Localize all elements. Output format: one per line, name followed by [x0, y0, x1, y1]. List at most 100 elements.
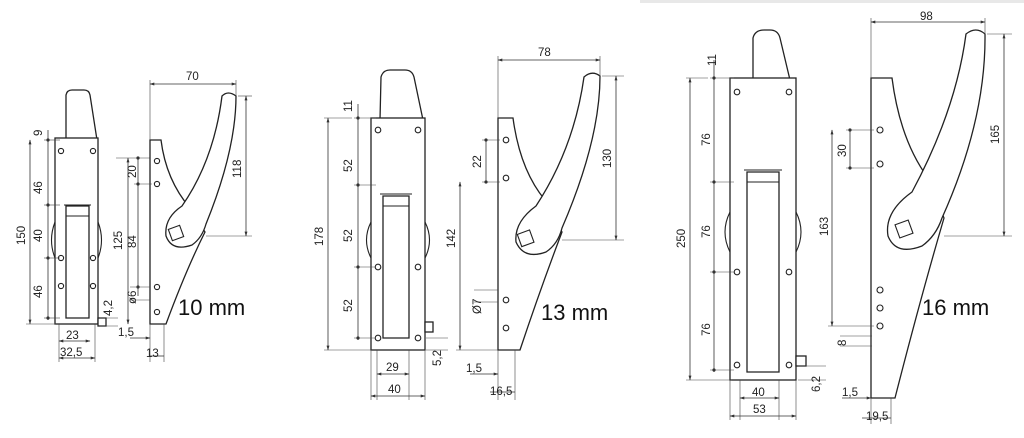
- variant-title: 10 mm: [178, 295, 245, 320]
- mount-hole: [414, 126, 422, 134]
- pin-stub: [795, 355, 807, 367]
- front-handle-13mm: [379, 69, 424, 121]
- dim-hole-span: 142: [446, 229, 458, 248]
- mount-hole: [414, 263, 422, 271]
- side-view-16mm: 98 165 30 163 8 1,5 19,5: [819, 11, 1012, 424]
- front-handle-16mm: [752, 29, 791, 81]
- mount-hole: [153, 180, 161, 188]
- mount-hole: [876, 322, 884, 330]
- dim-hole-diameter: ø6: [127, 291, 139, 304]
- dim-width-inner: 40: [752, 387, 765, 399]
- dim-lever-height: 165: [990, 125, 1002, 144]
- mount-hole: [785, 88, 793, 96]
- mount-hole: [89, 254, 97, 262]
- dim-segment-2: 76: [701, 225, 713, 238]
- dim-base: 16,5: [490, 386, 512, 398]
- mount-hole: [153, 157, 161, 165]
- dim-hole-span: 84: [127, 235, 139, 248]
- mount-hole: [374, 263, 382, 271]
- mount-hole: [785, 268, 793, 276]
- dim-segment-1: 46: [33, 181, 45, 194]
- variant-title: 16 mm: [922, 295, 989, 320]
- front-view-10mm: 9 46 40 46 150 125 23 32,5 4,2: [16, 89, 150, 362]
- front-latch-16mm: [746, 171, 780, 373]
- mount-hole: [414, 334, 422, 342]
- front-latch-10mm: [65, 205, 90, 319]
- square-drive: [894, 219, 914, 239]
- dim-width-outer: 32,5: [60, 347, 82, 359]
- mount-hole: [733, 361, 741, 369]
- dim-hole-spacing: 20: [127, 165, 139, 178]
- mount-hole: [876, 160, 884, 168]
- dim-segment-2: 52: [343, 229, 355, 242]
- square-drive: [167, 224, 185, 242]
- dim-segment-2: 40: [33, 229, 45, 242]
- dim-segment-3: 46: [33, 285, 45, 298]
- dim-top: 11: [707, 54, 719, 66]
- mount-hole: [89, 147, 97, 155]
- dim-lever-height: 118: [232, 160, 244, 178]
- side-lever-13mm: [515, 72, 601, 256]
- dim-total-height: 178: [314, 227, 326, 246]
- dim-width-inner: 29: [386, 362, 399, 374]
- mount-hole: [89, 282, 97, 290]
- mount-hole: [502, 174, 510, 182]
- dim-pin: 6,2: [811, 376, 823, 392]
- mount-hole: [374, 126, 382, 134]
- dim-width-inner: 23: [66, 330, 79, 342]
- mount-hole: [502, 324, 510, 332]
- dim-hole-diameter: 8: [837, 340, 849, 346]
- pin-stub: [424, 321, 434, 333]
- dim-top: 11: [343, 100, 355, 112]
- dim-hole-diameter: Ø7: [472, 299, 484, 314]
- dim-total-height: 250: [676, 229, 688, 248]
- top-divider: [640, 0, 1024, 3]
- dim-segment-3: 52: [343, 299, 355, 312]
- front-view-13mm: 11 52 52 52 178 29 40 5,2: [314, 69, 448, 400]
- dim-base: 13: [146, 348, 159, 360]
- mount-hole: [876, 126, 884, 134]
- front-view-16mm: 11 76 76 76 250 40 53 6,2: [676, 29, 826, 420]
- dim-width-outer: 40: [388, 384, 401, 396]
- dim-hole-spacing: 22: [472, 155, 484, 168]
- pin-stub: [97, 317, 107, 327]
- side-view-13mm: 78 130 22 142 Ø7 1,5 16,5: [446, 47, 624, 400]
- dim-offset: 1,5: [118, 327, 134, 339]
- variant-10mm: 9 46 40 46 150 125 23 32,5 4,2 70: [16, 71, 252, 362]
- dim-pin: 5,2: [432, 350, 444, 366]
- dim-base: 19,5: [866, 411, 888, 423]
- dim-lever-width: 70: [186, 71, 199, 83]
- mount-hole: [502, 136, 510, 144]
- mount-hole: [502, 296, 510, 304]
- variant-16mm: 11 76 76 76 250 40 53 6,2 98 165: [676, 11, 1012, 424]
- dim-top: 9: [33, 130, 45, 136]
- mount-hole: [785, 361, 793, 369]
- dim-offset: 1,5: [466, 363, 482, 375]
- mount-hole: [876, 286, 884, 294]
- dim-lever-width: 78: [538, 47, 551, 59]
- dim-segment-3: 76: [701, 323, 713, 336]
- mount-hole: [153, 283, 161, 291]
- dim-hole-span: 163: [819, 217, 831, 236]
- dim-hole-spacing: 30: [837, 144, 849, 157]
- square-drive: [516, 229, 535, 248]
- dim-mid-height: 125: [113, 231, 125, 250]
- mount-hole: [374, 334, 382, 342]
- variant-13mm: 11 52 52 52 178 29 40 5,2 78 130: [314, 47, 624, 400]
- mount-hole: [733, 268, 741, 276]
- mount-hole: [153, 308, 161, 316]
- dim-lever-height: 130: [602, 149, 614, 168]
- dim-pin: 4,2: [103, 300, 115, 316]
- side-lever-16mm: [886, 29, 986, 250]
- mount-hole: [57, 147, 65, 155]
- dim-segment-1: 76: [701, 133, 713, 146]
- dim-segment-1: 52: [343, 159, 355, 172]
- side-lever-10mm: [165, 92, 237, 248]
- mount-hole: [733, 88, 741, 96]
- front-latch-13mm: [382, 195, 410, 339]
- dim-offset: 1,5: [842, 387, 858, 399]
- mount-hole: [876, 304, 884, 312]
- side-view-10mm: 70 118 20 84 ø6 1,5 13: [118, 71, 252, 362]
- mount-hole: [57, 282, 65, 290]
- dim-lever-width: 98: [920, 11, 933, 23]
